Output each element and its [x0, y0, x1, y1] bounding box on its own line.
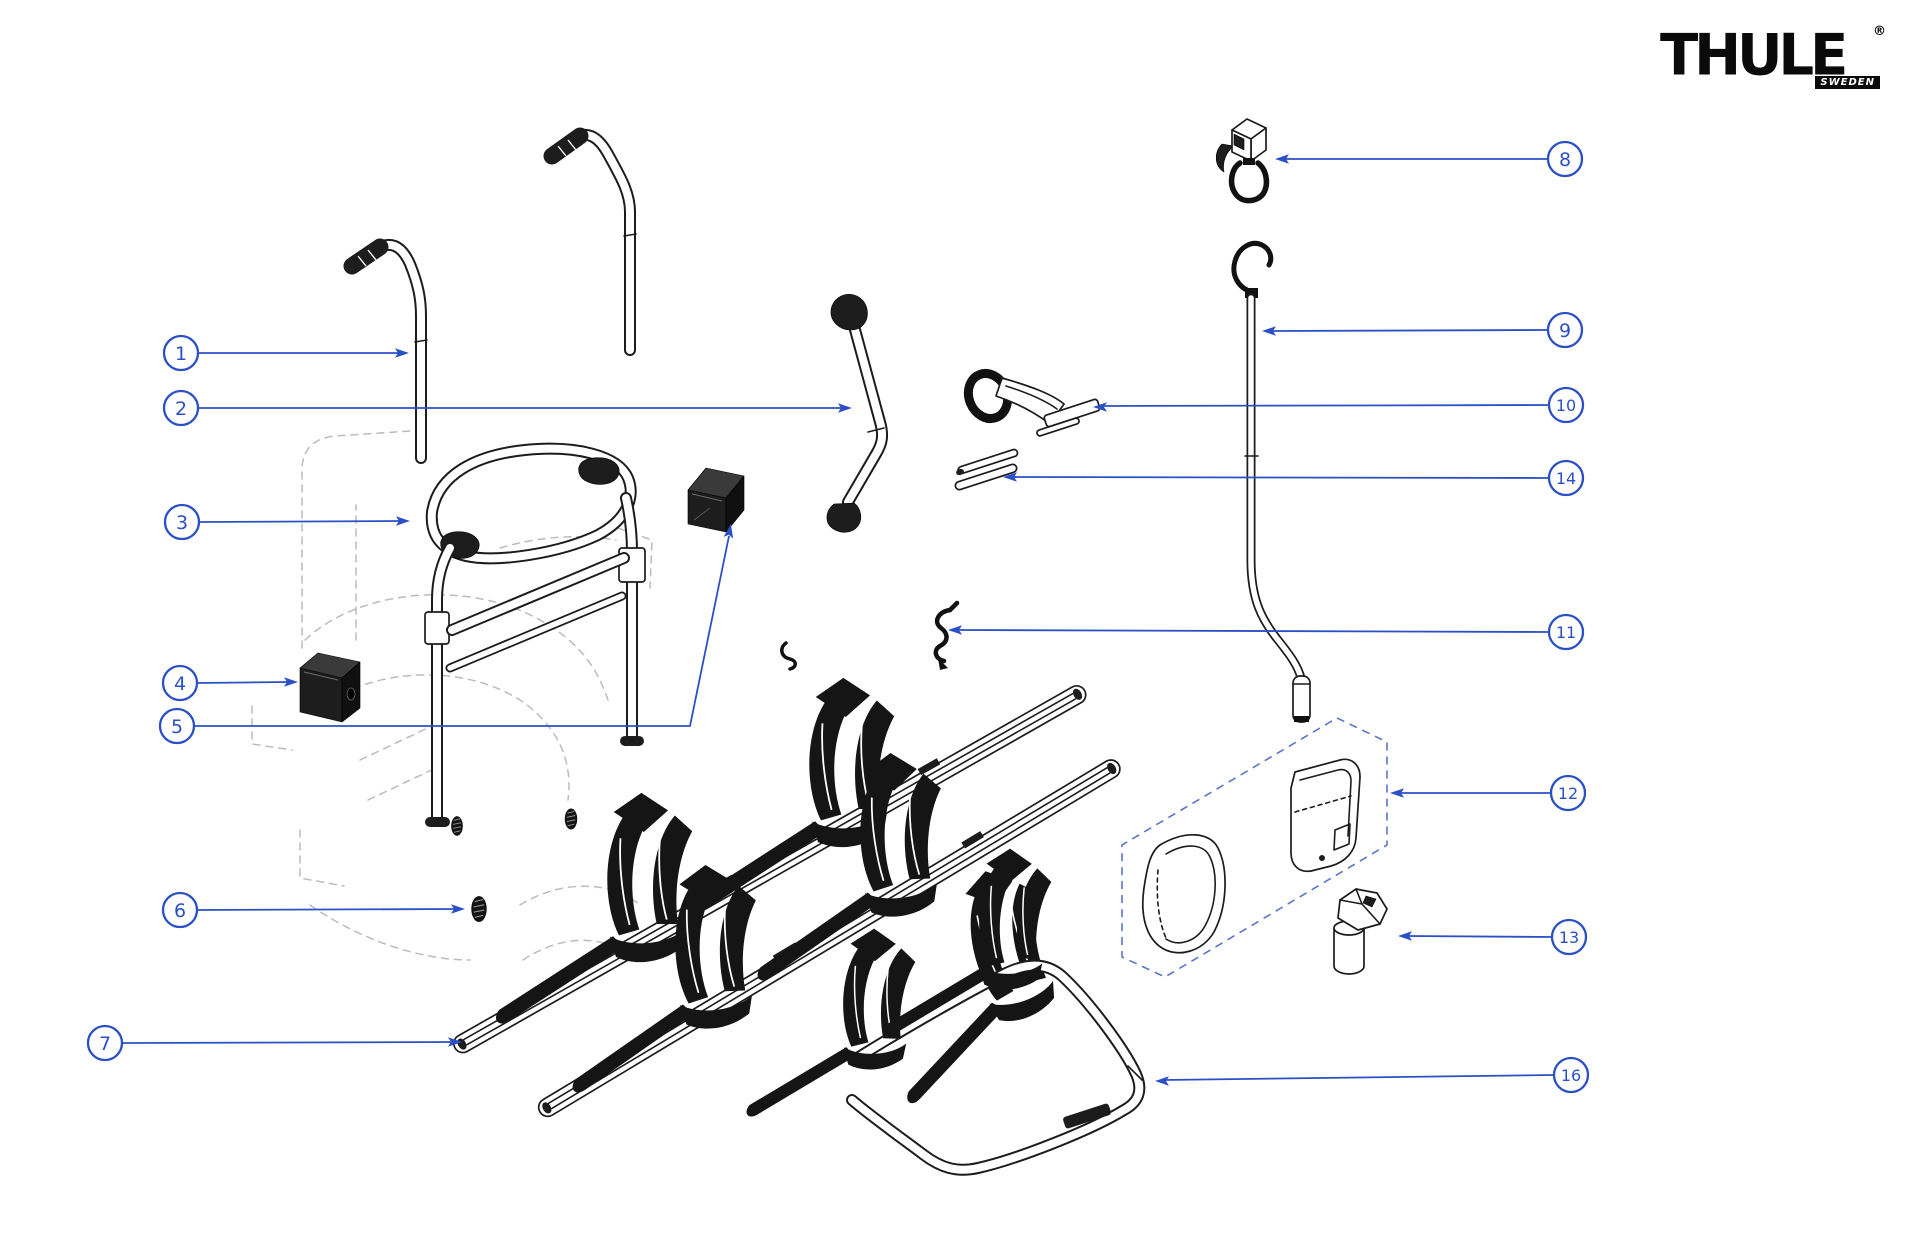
tension-rod — [1231, 240, 1311, 723]
callout-number-1: 1 — [175, 343, 187, 365]
leader-line-7 — [121, 1041, 454, 1044]
leader-arrow-4 — [284, 677, 298, 687]
leader-line-9 — [1270, 329, 1549, 332]
callout-12[interactable]: 12 — [1390, 774, 1587, 812]
strap-with-ring — [963, 369, 1101, 437]
small-washer-a — [450, 816, 464, 836]
leader-arrow-7 — [448, 1037, 462, 1047]
callout-16[interactable]: 16 — [1155, 1056, 1590, 1094]
leader-arrow-10 — [1093, 402, 1107, 412]
end-fitting — [1333, 888, 1388, 975]
tension-tube — [826, 293, 889, 533]
leader-arrow-5 — [723, 524, 734, 539]
leader-arrow-11 — [948, 625, 962, 635]
callout-14[interactable]: 14 — [1003, 459, 1585, 497]
callout-circle-1[interactable] — [162, 334, 200, 372]
callout-number-2: 2 — [175, 398, 187, 420]
callout-circle-16[interactable] — [1552, 1056, 1590, 1094]
callout-number-3: 3 — [176, 512, 188, 534]
callout-circle-10[interactable] — [1547, 386, 1585, 424]
leader-arrow-8 — [1275, 154, 1289, 164]
callout-number-13: 13 — [1559, 928, 1579, 947]
callout-number-9: 9 — [1559, 320, 1571, 342]
callout-13[interactable]: 13 — [1398, 918, 1588, 956]
thule-logo: THULE ® SWEDEN — [1660, 24, 1886, 92]
brand-country-badge: SWEDEN — [1815, 76, 1880, 89]
callout-circle-13[interactable] — [1550, 918, 1588, 956]
callout-9[interactable]: 9 — [1262, 311, 1584, 349]
callout-3[interactable]: 3 — [163, 503, 410, 541]
callout-number-14: 14 — [1556, 469, 1576, 488]
leader-line-6 — [196, 908, 457, 911]
callout-circle-7[interactable] — [86, 1024, 124, 1062]
callout-number-5: 5 — [171, 716, 183, 738]
callout-number-11: 11 — [1556, 623, 1576, 642]
main-frame — [424, 442, 646, 827]
cover-set — [1121, 717, 1388, 978]
leader-arrow-9 — [1262, 326, 1276, 336]
leader-line-16 — [1163, 1074, 1555, 1081]
callout-number-6: 6 — [174, 900, 186, 922]
leader-line-10 — [1101, 404, 1550, 407]
small-washer-b — [564, 808, 578, 830]
callout-2[interactable]: 2 — [162, 389, 852, 427]
callout-number-16: 16 — [1561, 1066, 1581, 1085]
wheel-clamp — [466, 785, 716, 1026]
strap-buckle — [1215, 118, 1270, 204]
fixing-screw — [471, 895, 487, 923]
callout-circle-12[interactable] — [1549, 774, 1587, 812]
callout-circle-2[interactable] — [162, 389, 200, 427]
leader-line-14 — [1011, 476, 1550, 479]
callout-circle-3[interactable] — [163, 503, 201, 541]
support-arm-right — [543, 127, 637, 356]
callout-number-8: 8 — [1559, 149, 1571, 171]
callout-1[interactable]: 1 — [162, 334, 409, 372]
leader-arrow-6 — [451, 904, 465, 914]
adhesive-strips — [954, 448, 1019, 491]
support-arm-left — [343, 238, 428, 464]
callout-6[interactable]: 6 — [161, 891, 465, 929]
callout-11[interactable]: 11 — [948, 613, 1585, 651]
callout-circle-14[interactable] — [1547, 459, 1585, 497]
spring-clip — [933, 600, 960, 670]
leader-arrow-14 — [1003, 472, 1017, 482]
callout-10[interactable]: 10 — [1093, 386, 1585, 424]
leader-line-3 — [198, 520, 402, 523]
callout-circle-8[interactable] — [1546, 140, 1584, 178]
leader-arrow-1 — [395, 348, 409, 358]
leader-line-4 — [196, 681, 290, 684]
callout-circle-9[interactable] — [1546, 311, 1584, 349]
bracket-left — [299, 652, 361, 723]
callout-8[interactable]: 8 — [1275, 140, 1584, 178]
cover-left — [1141, 833, 1226, 954]
leader-line-5 — [194, 535, 730, 727]
leader-arrow-13 — [1398, 931, 1412, 941]
leader-line-11 — [956, 629, 1550, 633]
callout-4[interactable]: 4 — [161, 664, 298, 702]
callout-number-12: 12 — [1558, 784, 1578, 803]
leader-arrow-2 — [838, 403, 852, 413]
brand-wordmark: THULE — [1660, 21, 1848, 88]
callout-5[interactable]: 5 — [158, 523, 736, 745]
leader-arrow-3 — [396, 516, 410, 526]
registered-trademark-icon: ® — [1873, 24, 1886, 39]
cover-set-boundary — [1121, 717, 1388, 978]
leader-line-13 — [1406, 935, 1553, 938]
cover-right — [1290, 758, 1361, 873]
callout-number-7: 7 — [99, 1033, 111, 1055]
callout-circle-11[interactable] — [1547, 613, 1585, 651]
callout-circle-4[interactable] — [161, 664, 199, 702]
callout-number-10: 10 — [1556, 396, 1576, 415]
callout-number-4: 4 — [174, 673, 186, 695]
leader-arrow-12 — [1390, 788, 1404, 798]
small-clip-b — [780, 641, 797, 671]
bracket-right — [687, 467, 745, 533]
callout-7[interactable]: 7 — [86, 1024, 462, 1062]
callout-circle-5[interactable] — [158, 707, 196, 745]
leader-arrow-16 — [1155, 1076, 1169, 1086]
callout-circle-6[interactable] — [161, 891, 199, 929]
